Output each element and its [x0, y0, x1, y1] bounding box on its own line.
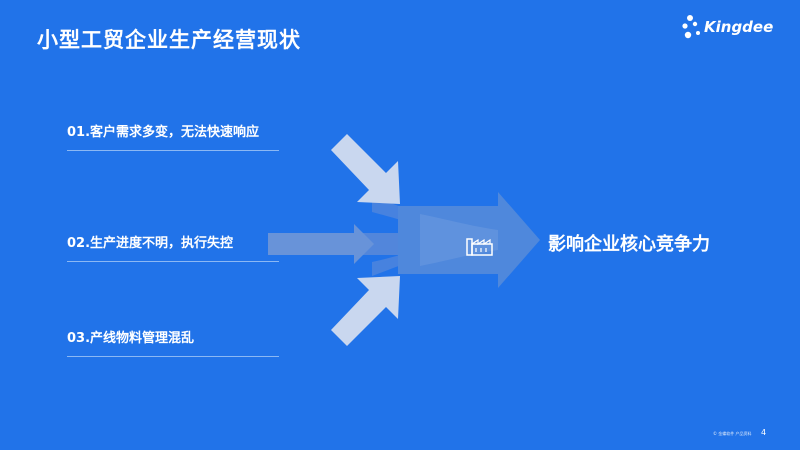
problem-item-1-label: 01.客户需求多变，无法快速响应 [67, 125, 260, 140]
problem-item-1-divider [67, 150, 279, 151]
problem-item-2-label: 02.生产进度不明，执行失控 [67, 236, 234, 251]
bottom-diagonal-arrow [331, 276, 400, 346]
brand-logo: Kingdee [680, 12, 780, 46]
problem-item-2: 02.生产进度不明，执行失控 [67, 235, 279, 262]
main-arrow-inner [420, 214, 498, 266]
factory-icon [466, 238, 493, 256]
problem-item-3-divider [67, 356, 279, 357]
problem-item-3: 03.产线物料管理混乱 [67, 330, 279, 357]
page-number: 4 [761, 428, 767, 437]
kingdee-dots-icon [682, 15, 700, 39]
problem-item-3-label: 03.产线物料管理混乱 [67, 331, 195, 346]
brand-name: Kingdee [704, 18, 774, 36]
middle-arrow [268, 224, 374, 264]
problem-item-1: 01.客户需求多变，无法快速响应 [67, 124, 279, 151]
top-diagonal-arrow [331, 134, 400, 204]
slide-title: 小型工贸企业生产经营现状 [37, 28, 301, 52]
result-label: 影响企业核心竞争力 [548, 234, 710, 255]
problem-item-2-divider [67, 261, 279, 262]
footer-text: © 金蝶软件 产品资料 [713, 431, 752, 436]
